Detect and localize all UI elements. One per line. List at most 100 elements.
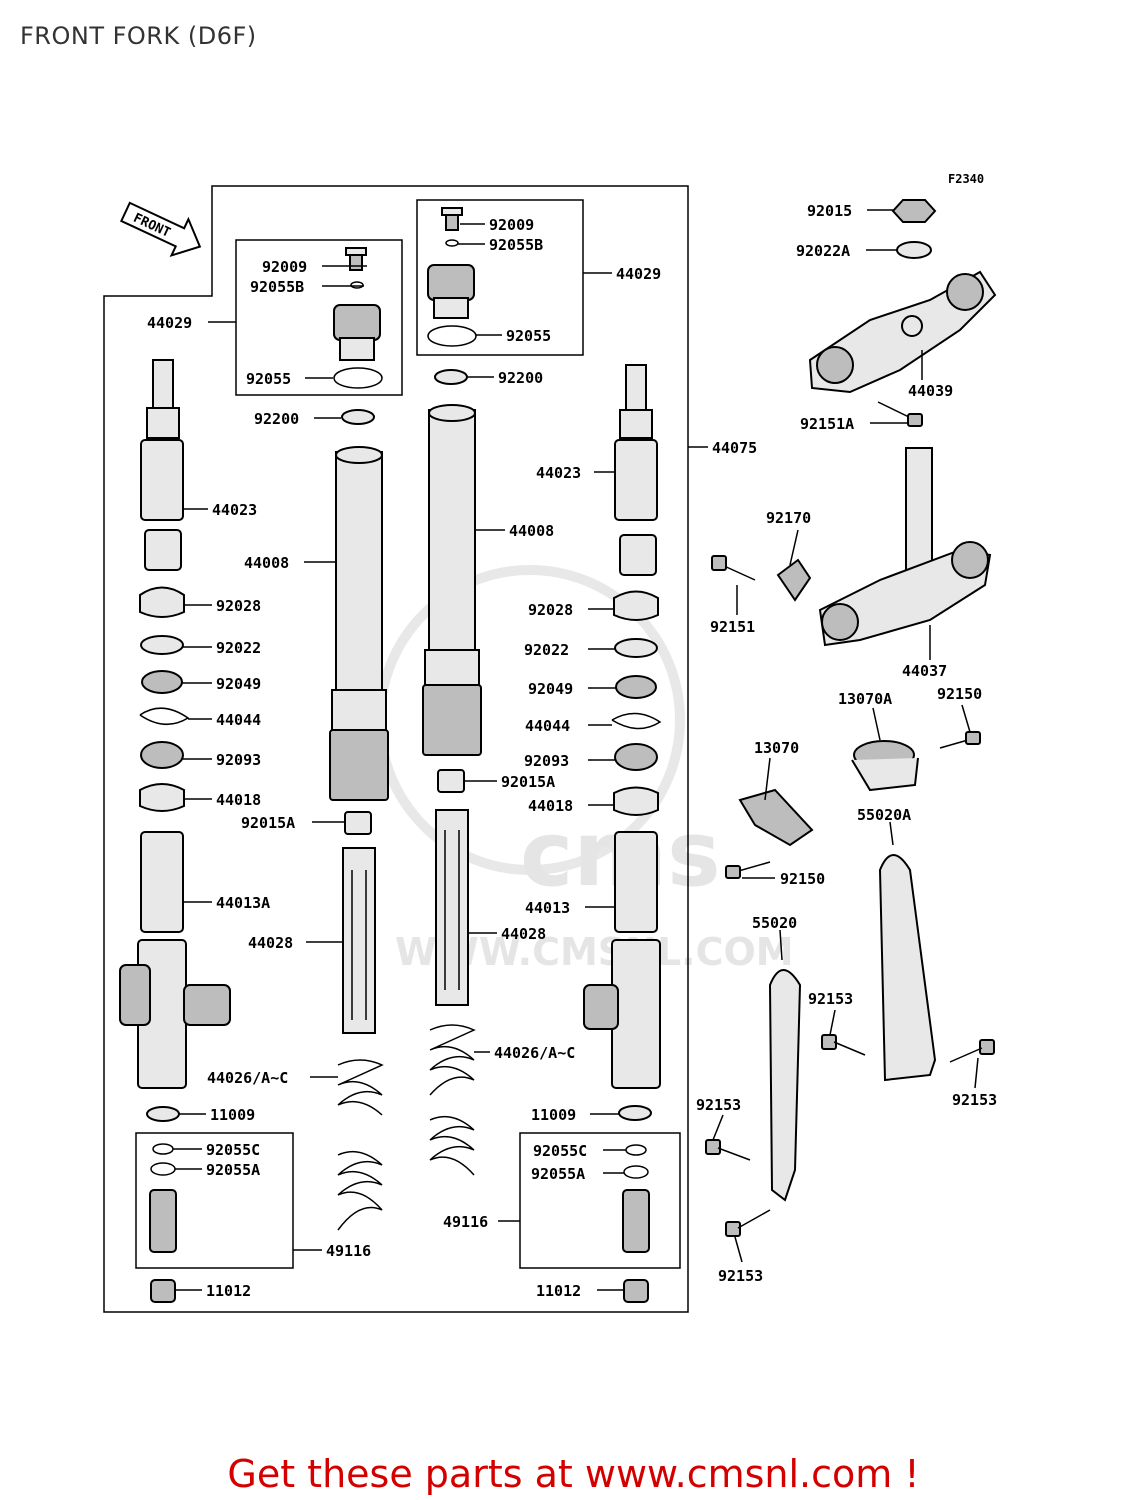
left-o-ring-92055A bbox=[150, 1162, 176, 1176]
right-fork-cap bbox=[427, 264, 475, 319]
label-13070: 13070 bbox=[754, 739, 799, 757]
label-11012-left: 11012 bbox=[206, 1282, 251, 1300]
right-valve-49116 bbox=[622, 1189, 650, 1253]
right-guide-92028 bbox=[613, 590, 659, 621]
label-44013-right: 44013 bbox=[525, 899, 570, 917]
label-44023-right: 44023 bbox=[536, 464, 581, 482]
label-92022-right: 92022 bbox=[524, 641, 569, 659]
main-parts-frame bbox=[103, 185, 689, 1313]
right-circlip-44044 bbox=[611, 712, 662, 730]
nut-92015 bbox=[891, 199, 937, 223]
left-oil-seal-92049 bbox=[141, 670, 183, 694]
front-arrow-icon: FRONT bbox=[120, 201, 202, 258]
left-guide-92028 bbox=[139, 586, 185, 618]
left-washer-92200 bbox=[341, 409, 375, 425]
left-fork-spring-44026 bbox=[337, 1059, 384, 1231]
right-cylinder-44023 bbox=[614, 439, 658, 521]
right-bush-upper bbox=[619, 534, 657, 576]
label-92150-upper: 92150 bbox=[937, 685, 982, 703]
bolt-92153-mid-left bbox=[705, 1139, 751, 1161]
right-fork-spring-short bbox=[619, 364, 653, 439]
label-44018-left: 44018 bbox=[216, 791, 261, 809]
left-axle-holder bbox=[119, 939, 231, 1089]
fork-guard-55020 bbox=[768, 969, 802, 1202]
label-44018-right: 44018 bbox=[528, 797, 573, 815]
bolt-92150-lower bbox=[725, 861, 771, 879]
upper-bracket-44039 bbox=[808, 270, 997, 394]
bolt-92151 bbox=[711, 555, 756, 581]
label-11009-left: 11009 bbox=[210, 1106, 255, 1124]
right-cap-bolt bbox=[441, 207, 463, 231]
left-o-ring-small bbox=[350, 281, 364, 289]
right-o-ring-large bbox=[427, 325, 477, 347]
left-gasket-11012 bbox=[150, 1279, 176, 1303]
right-nut-92015A bbox=[437, 769, 465, 793]
cap-assembly-box-left bbox=[235, 239, 403, 396]
fork-guard-55020A bbox=[878, 854, 937, 1082]
label-55020: 55020 bbox=[752, 914, 797, 932]
left-damper-rod-44028 bbox=[342, 847, 376, 1034]
right-washer-92022 bbox=[614, 638, 658, 658]
right-fork-spring-44026 bbox=[429, 1024, 476, 1176]
label-92055B-left: 92055B bbox=[250, 278, 304, 296]
label-13070A: 13070A bbox=[838, 690, 892, 708]
label-44037: 44037 bbox=[902, 662, 947, 680]
label-92055A-left: 92055A bbox=[206, 1161, 260, 1179]
label-44028-left: 44028 bbox=[248, 934, 293, 952]
label-92150-lower: 92150 bbox=[780, 870, 825, 888]
label-55020A: 55020A bbox=[857, 806, 911, 824]
bolt-92150-upper bbox=[939, 731, 981, 749]
label-92055B-right: 92055B bbox=[489, 236, 543, 254]
label-92153-upper-right: 92153 bbox=[808, 990, 853, 1008]
washer-92022A bbox=[896, 241, 932, 259]
label-92015A-right: 92015A bbox=[501, 773, 555, 791]
part-labels: 92009 92055B 44029 92055 92200 44023 440… bbox=[147, 202, 997, 1300]
left-washer-92022 bbox=[140, 635, 184, 655]
stem-lower-bracket-44037 bbox=[818, 447, 992, 647]
right-damper-rod-44028 bbox=[435, 809, 469, 1006]
label-11012-right: 11012 bbox=[536, 1282, 581, 1300]
label-92022-left: 92022 bbox=[216, 639, 261, 657]
right-outer-tube-44008 bbox=[422, 404, 482, 756]
right-o-ring-92055A bbox=[623, 1165, 649, 1179]
left-valve-49116 bbox=[149, 1189, 177, 1253]
label-92170: 92170 bbox=[766, 509, 811, 527]
leader-lines bbox=[173, 209, 979, 1291]
promo-link-text[interactable]: Get these parts at www.cmsnl.com ! bbox=[227, 1452, 920, 1496]
bolt-92153-far-right bbox=[949, 1039, 995, 1063]
left-dust-seal-92093 bbox=[140, 741, 184, 769]
label-92055-right: 92055 bbox=[506, 327, 551, 345]
label-44008-right: 44008 bbox=[509, 522, 554, 540]
cable-guide-13070 bbox=[738, 788, 814, 847]
right-gasket-11009 bbox=[618, 1105, 652, 1121]
label-49116-right: 49116 bbox=[443, 1213, 488, 1231]
bolt-92153-lower-left bbox=[725, 1209, 771, 1237]
label-92009-right: 92009 bbox=[489, 216, 534, 234]
label-92153-lower-left: 92153 bbox=[718, 1267, 763, 1285]
left-fork-spring-short bbox=[146, 359, 180, 439]
right-washer-92200 bbox=[434, 369, 468, 385]
label-92009-left: 92009 bbox=[262, 258, 307, 276]
left-bush-upper bbox=[144, 529, 182, 571]
label-11009-right: 11009 bbox=[531, 1106, 576, 1124]
label-44013A-left: 44013A bbox=[216, 894, 270, 912]
label-49116-left: 49116 bbox=[326, 1242, 371, 1260]
label-44026-left: 44026/A~C bbox=[207, 1069, 288, 1087]
left-bush-44018 bbox=[139, 783, 185, 812]
cap-assembly-box-right bbox=[416, 199, 584, 356]
label-44028-right: 44028 bbox=[501, 925, 546, 943]
valve-assembly-box-right bbox=[519, 1132, 681, 1269]
figure-reference: F2340 bbox=[948, 172, 985, 186]
bolt-92151A bbox=[877, 401, 923, 427]
label-92049-right: 92049 bbox=[528, 680, 573, 698]
label-44044-right: 44044 bbox=[525, 717, 570, 735]
left-o-ring-large bbox=[333, 367, 383, 389]
label-44039: 44039 bbox=[908, 382, 953, 400]
left-cylinder-44023 bbox=[140, 439, 184, 521]
label-92093-left: 92093 bbox=[216, 751, 261, 769]
left-fork-cap bbox=[333, 304, 381, 361]
label-92015: 92015 bbox=[807, 202, 852, 220]
right-o-ring-92055C bbox=[625, 1144, 647, 1156]
right-dust-seal-92093 bbox=[614, 743, 658, 771]
